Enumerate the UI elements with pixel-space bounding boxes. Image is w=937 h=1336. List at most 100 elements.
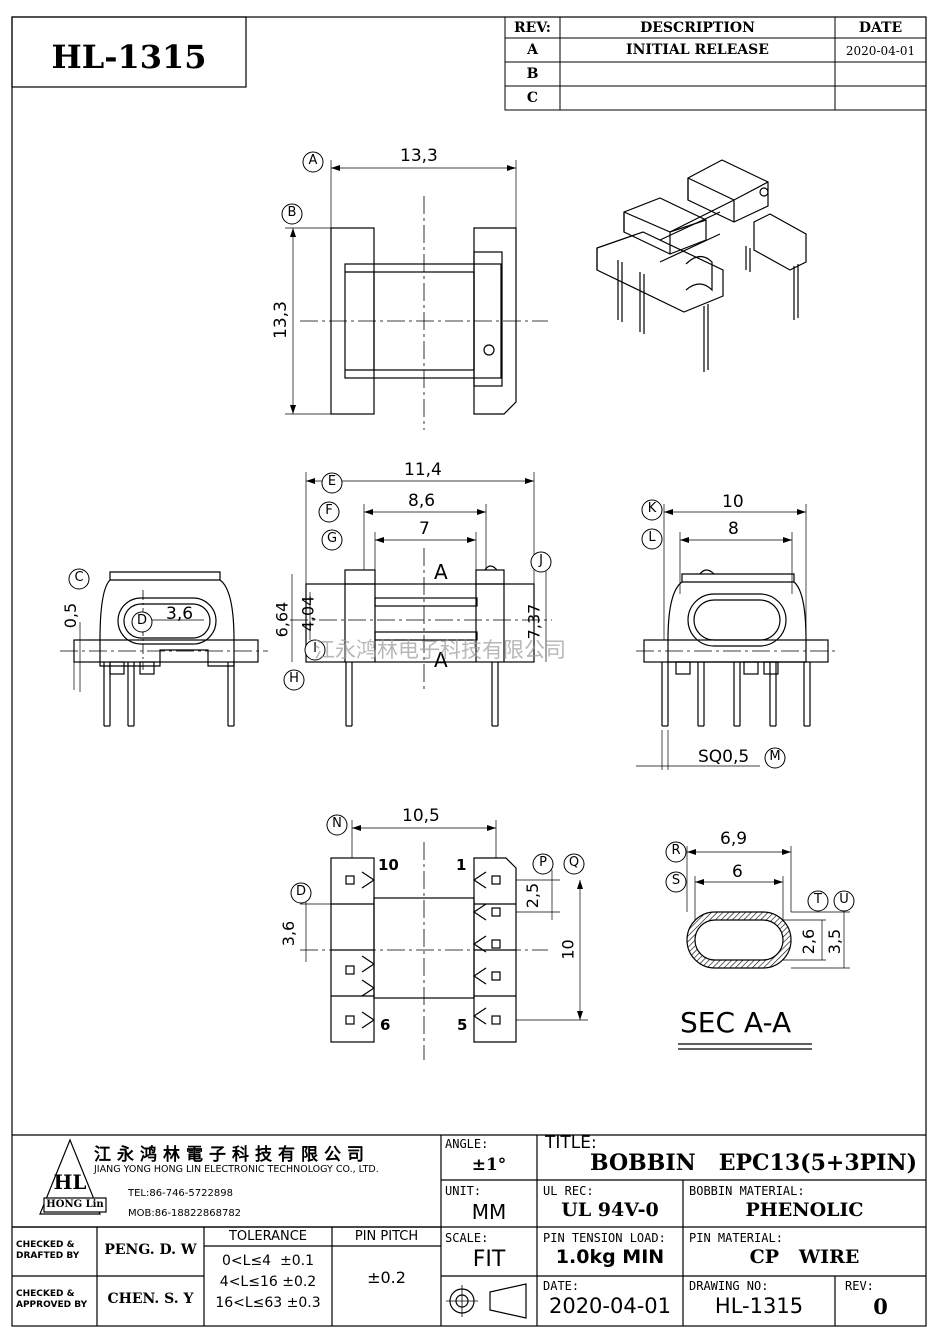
- tolerance-row-1: 0<L≤4 ±0.1: [222, 1253, 314, 1269]
- right-side-view: [636, 504, 836, 770]
- tolerance-row-2: 4<L≤16 ±0.2: [219, 1274, 317, 1290]
- dim-side-l: 8: [728, 519, 739, 539]
- date-label: DATE:: [543, 1279, 580, 1293]
- top-view: [285, 160, 548, 430]
- dim-side-k: 10: [722, 492, 744, 512]
- rev-row-a-description: INITIAL RELEASE: [626, 42, 769, 58]
- dim-left-c: 0,5: [61, 602, 81, 629]
- front-view-arrows: [306, 478, 534, 543]
- checked-drafted-value: PENG. D. W: [104, 1242, 197, 1258]
- revision-table: [504, 16, 927, 111]
- title-label: TITLE:: [545, 1133, 597, 1153]
- dim-top-width: 13,3: [400, 146, 438, 166]
- unit-value: MM: [471, 1200, 507, 1224]
- drawing-frame: [11, 16, 927, 1327]
- section-arrows: [687, 849, 791, 885]
- tolerance-label: TOLERANCE: [228, 1229, 308, 1244]
- left-side-view: [60, 571, 268, 727]
- isometric-view: [596, 159, 807, 372]
- rev-label: REV:: [845, 1279, 874, 1293]
- dim-sec-t: 2,6: [799, 928, 819, 955]
- pin-number-5: 5: [457, 1016, 468, 1034]
- watermark: 江永鸿林电子科技有限公司: [314, 638, 566, 662]
- logo-text: HL: [53, 1170, 87, 1194]
- pin-pitch-value: ±0.2: [367, 1268, 406, 1287]
- callout-i: I: [313, 641, 317, 656]
- dim-front-f: 8,6: [408, 491, 436, 511]
- callout-circles: [68, 151, 855, 912]
- callout-q: Q: [568, 855, 580, 870]
- projection-symbol: [446, 1283, 527, 1319]
- pin-tension-label: PIN TENSION LOAD:: [543, 1231, 666, 1245]
- callout-c: C: [74, 570, 84, 585]
- angle-label: ANGLE:: [445, 1137, 489, 1151]
- date-header: DATE: [858, 20, 903, 36]
- bobbin-material-label: BOBBIN MATERIAL:: [689, 1184, 805, 1198]
- date-value: 2020-04-01: [548, 1294, 672, 1318]
- pin-number-6: 6: [380, 1016, 391, 1034]
- rev-row-c-letter: C: [526, 90, 539, 106]
- section-a-a: [678, 846, 850, 1050]
- section-marker-bottom: A: [434, 648, 448, 672]
- drawing-no-value: HL-1315: [714, 1294, 804, 1318]
- pin-material-label: PIN MATERIAL:: [689, 1231, 783, 1245]
- callout-e: E: [327, 474, 337, 489]
- callout-s: S: [671, 873, 681, 888]
- ul-rec-label: UL REC:: [543, 1184, 594, 1198]
- callout-d: D: [136, 613, 147, 628]
- pin-material-value: CP WIRE: [749, 1246, 860, 1268]
- callout-f: F: [325, 503, 333, 518]
- dim-left-d: 3,6: [166, 604, 194, 624]
- dim-front-g: 7: [419, 519, 430, 539]
- checked-approved-value: CHEN. S. Y: [107, 1291, 194, 1307]
- dim-sec-r: 6,9: [720, 829, 748, 849]
- callout-r: R: [671, 843, 681, 858]
- title-value: BOBBIN EPC13(5+3PIN): [590, 1150, 917, 1176]
- title-block-grid: [12, 1134, 926, 1326]
- description-header: DESCRIPTION: [640, 20, 755, 36]
- dim-top-height: 13,3: [270, 301, 291, 339]
- callout-m: M: [769, 749, 781, 764]
- callout-p: P: [539, 855, 547, 870]
- company-name-en: JIANG YONG HONG LIN ELECTRONIC TECHNOLOG…: [94, 1164, 379, 1175]
- callout-d2: D: [295, 884, 306, 899]
- pin-pitch-label: PIN PITCH: [354, 1229, 419, 1244]
- bobbin-material-value: PHENOLIC: [745, 1199, 864, 1221]
- rev-row-b-letter: B: [526, 66, 539, 82]
- section-title: SEC A-A: [680, 1006, 792, 1039]
- right-side-arrows: [664, 509, 806, 543]
- angle-value: ±1°: [471, 1155, 507, 1175]
- scale-value: FIT: [472, 1247, 506, 1272]
- callout-t: T: [814, 892, 822, 907]
- rev-value: 0: [873, 1294, 888, 1319]
- callout-h: H: [289, 671, 299, 686]
- rev-row-a-date: 2020-04-01: [845, 44, 916, 58]
- dim-bottom-h: 10: [558, 939, 578, 960]
- bottom-view: [300, 820, 588, 1060]
- dim-side-pin: SQ0,5: [698, 747, 750, 767]
- logo-subtext: HONG Lin: [46, 1199, 104, 1210]
- callout-g: G: [326, 531, 338, 546]
- callout-b: B: [287, 205, 297, 220]
- dim-bottom-d: 3,6: [279, 920, 299, 947]
- dim-front-h1: 6,64: [272, 601, 292, 638]
- pin-tension-value: 1.0kg MIN: [555, 1246, 665, 1268]
- company-name-cn: 江永鸿林電子科技有限公司: [94, 1145, 370, 1165]
- dim-bottom-p: 2,5: [523, 882, 543, 909]
- callout-k: K: [647, 501, 657, 516]
- company-tel: TEL:86-746-5722898: [128, 1188, 233, 1199]
- checked-drafted-label: CHECKED & DRAFTED BY: [16, 1240, 80, 1261]
- rev-header: REV:: [514, 20, 551, 36]
- unit-label: UNIT:: [445, 1184, 482, 1198]
- callout-n: N: [332, 816, 342, 831]
- callout-j: J: [539, 553, 543, 568]
- callout-u: U: [839, 892, 849, 907]
- front-view: [290, 472, 552, 727]
- scale-label: SCALE:: [445, 1231, 489, 1245]
- dim-front-e: 11,4: [404, 460, 442, 480]
- callout-l: L: [648, 530, 656, 545]
- drawing-no-label: DRAWING NO:: [689, 1279, 769, 1293]
- pin-number-10: 10: [378, 856, 399, 874]
- company-logo: [39, 1138, 107, 1215]
- top-view-arrows: [290, 165, 516, 414]
